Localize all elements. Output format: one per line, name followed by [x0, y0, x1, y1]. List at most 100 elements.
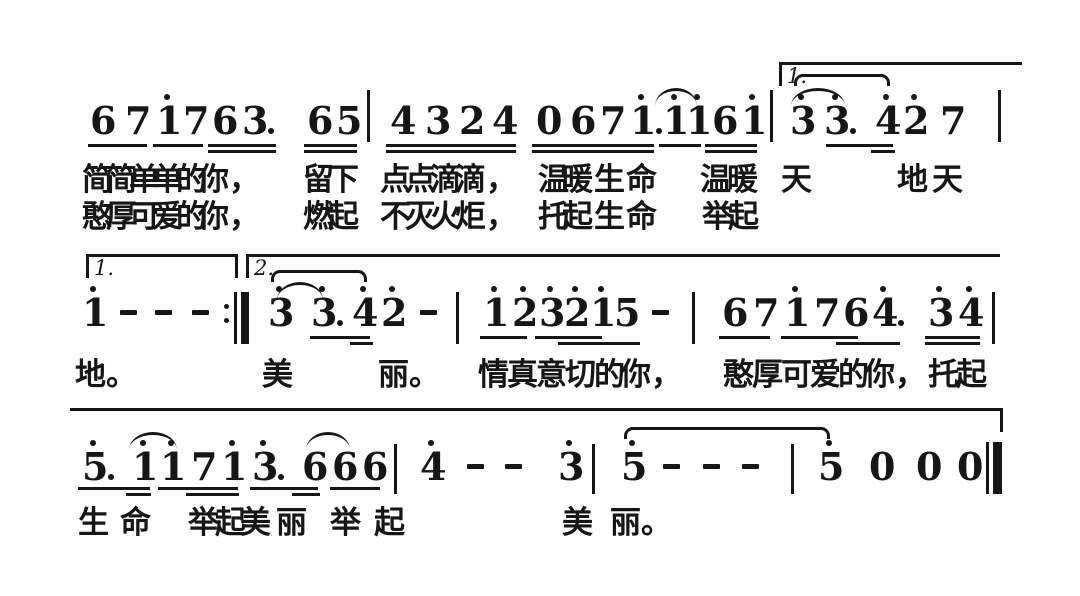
lyric-char: 的 — [176, 199, 207, 235]
beam-underline — [558, 342, 640, 345]
volta-bracket: 1. — [86, 254, 238, 279]
beam-underline — [705, 144, 757, 147]
note: 3 — [539, 286, 565, 332]
note: 3 — [928, 286, 954, 332]
octave-dot — [389, 286, 395, 292]
barline — [791, 444, 794, 494]
note: 3 — [790, 94, 816, 140]
note: 2 — [512, 286, 538, 332]
note: 3 — [425, 98, 452, 143]
volta-bracket: 1. — [779, 62, 1022, 88]
beam-underline — [532, 150, 654, 153]
augmentation-dot — [108, 474, 114, 480]
note: 0 — [869, 444, 896, 489]
augmentation-dot — [278, 474, 284, 480]
lyric-char: 起 — [562, 199, 593, 235]
lyric-char: 丽。 — [378, 357, 440, 393]
beam-underline — [925, 336, 980, 339]
lyric-char: 举 — [330, 505, 361, 541]
note: 0 — [536, 98, 563, 143]
octave-dot — [598, 286, 604, 292]
note: 3 — [558, 440, 584, 486]
tie-bracket — [624, 427, 830, 439]
note: 1 — [156, 94, 182, 140]
note: 7 — [191, 444, 218, 489]
note: 6 — [90, 98, 117, 143]
duration-dash — [120, 310, 137, 315]
beam-underline — [705, 150, 757, 153]
beam-underline — [532, 144, 654, 147]
repeat-end-barline — [234, 292, 237, 344]
note: 5 — [82, 440, 114, 486]
lyric-char: 的 — [838, 357, 869, 393]
note: 6 — [722, 290, 749, 335]
note: 7 — [753, 290, 780, 335]
lyric-char: 简 — [106, 162, 137, 198]
lyric-char: 命 — [120, 505, 151, 541]
note: 3 — [242, 102, 274, 140]
beam-underline — [208, 144, 276, 147]
tie-bracket — [794, 74, 890, 86]
lyric-char: 的 — [176, 162, 207, 198]
beam-underline — [480, 336, 527, 339]
note: 6 — [843, 290, 870, 335]
lyric-char: 滴 — [430, 162, 461, 198]
lyric-char: 的 — [594, 357, 625, 393]
lyric-char: 你， — [198, 199, 260, 235]
lyric-char: 点 — [380, 162, 411, 198]
lyric-char: 美 — [240, 505, 271, 541]
lyric-char: 下 — [328, 162, 359, 198]
octave-dot — [694, 94, 700, 100]
duration-dash — [505, 464, 522, 469]
beam-underline — [386, 144, 516, 147]
note: 0 — [957, 444, 984, 489]
lyric-char: 天 — [932, 162, 963, 198]
lyric-char: 起 — [956, 357, 987, 393]
lyric-char: 单 — [129, 162, 160, 198]
octave-dot — [319, 286, 325, 292]
lyric-char: 暖 — [562, 162, 593, 198]
note: 7 — [940, 98, 967, 143]
beam-underline — [208, 150, 276, 153]
lyric-char: 留 — [303, 162, 334, 198]
lyric-char: 美 — [262, 357, 293, 393]
beam-underline — [781, 336, 858, 339]
octave-dot — [90, 440, 96, 446]
lyric-char: 暖 — [727, 162, 758, 198]
note: 7 — [600, 98, 627, 143]
duration-dash — [155, 310, 172, 315]
beam-underline — [292, 493, 320, 496]
duration-dash — [192, 310, 209, 315]
octave-dot — [911, 94, 917, 100]
beam-underline — [386, 150, 516, 153]
beam-underline — [304, 150, 357, 153]
lyric-char: 你， — [864, 357, 926, 393]
octave-dot — [826, 440, 832, 446]
repeat-end-barline — [241, 292, 249, 344]
lyric-char: 你， — [620, 357, 682, 393]
repeat-dot — [224, 304, 229, 309]
duration-dash — [703, 464, 720, 469]
lyric-char: 丽。 — [610, 505, 672, 541]
barline — [592, 444, 595, 494]
note: 6 — [570, 98, 597, 143]
barline — [367, 90, 370, 142]
beam-underline — [186, 493, 239, 496]
slur-arc — [655, 88, 697, 106]
beam-underline — [871, 150, 895, 153]
note: 6 — [212, 98, 239, 143]
beam-underline — [535, 336, 602, 339]
note: 3 — [824, 94, 856, 140]
augmentation-dot — [337, 320, 343, 326]
octave-dot — [883, 94, 889, 100]
octave-dot — [229, 440, 235, 446]
augmentation-dot — [850, 128, 856, 134]
beam-underline — [826, 144, 893, 147]
octave-dot — [936, 286, 942, 292]
lyric-char: 灭 — [405, 199, 436, 235]
note: 7 — [183, 98, 210, 143]
octave-dot — [566, 440, 572, 446]
volta-label: 1. — [787, 64, 808, 88]
lyric-char: 命 — [626, 199, 657, 235]
duration-dash — [420, 310, 437, 315]
